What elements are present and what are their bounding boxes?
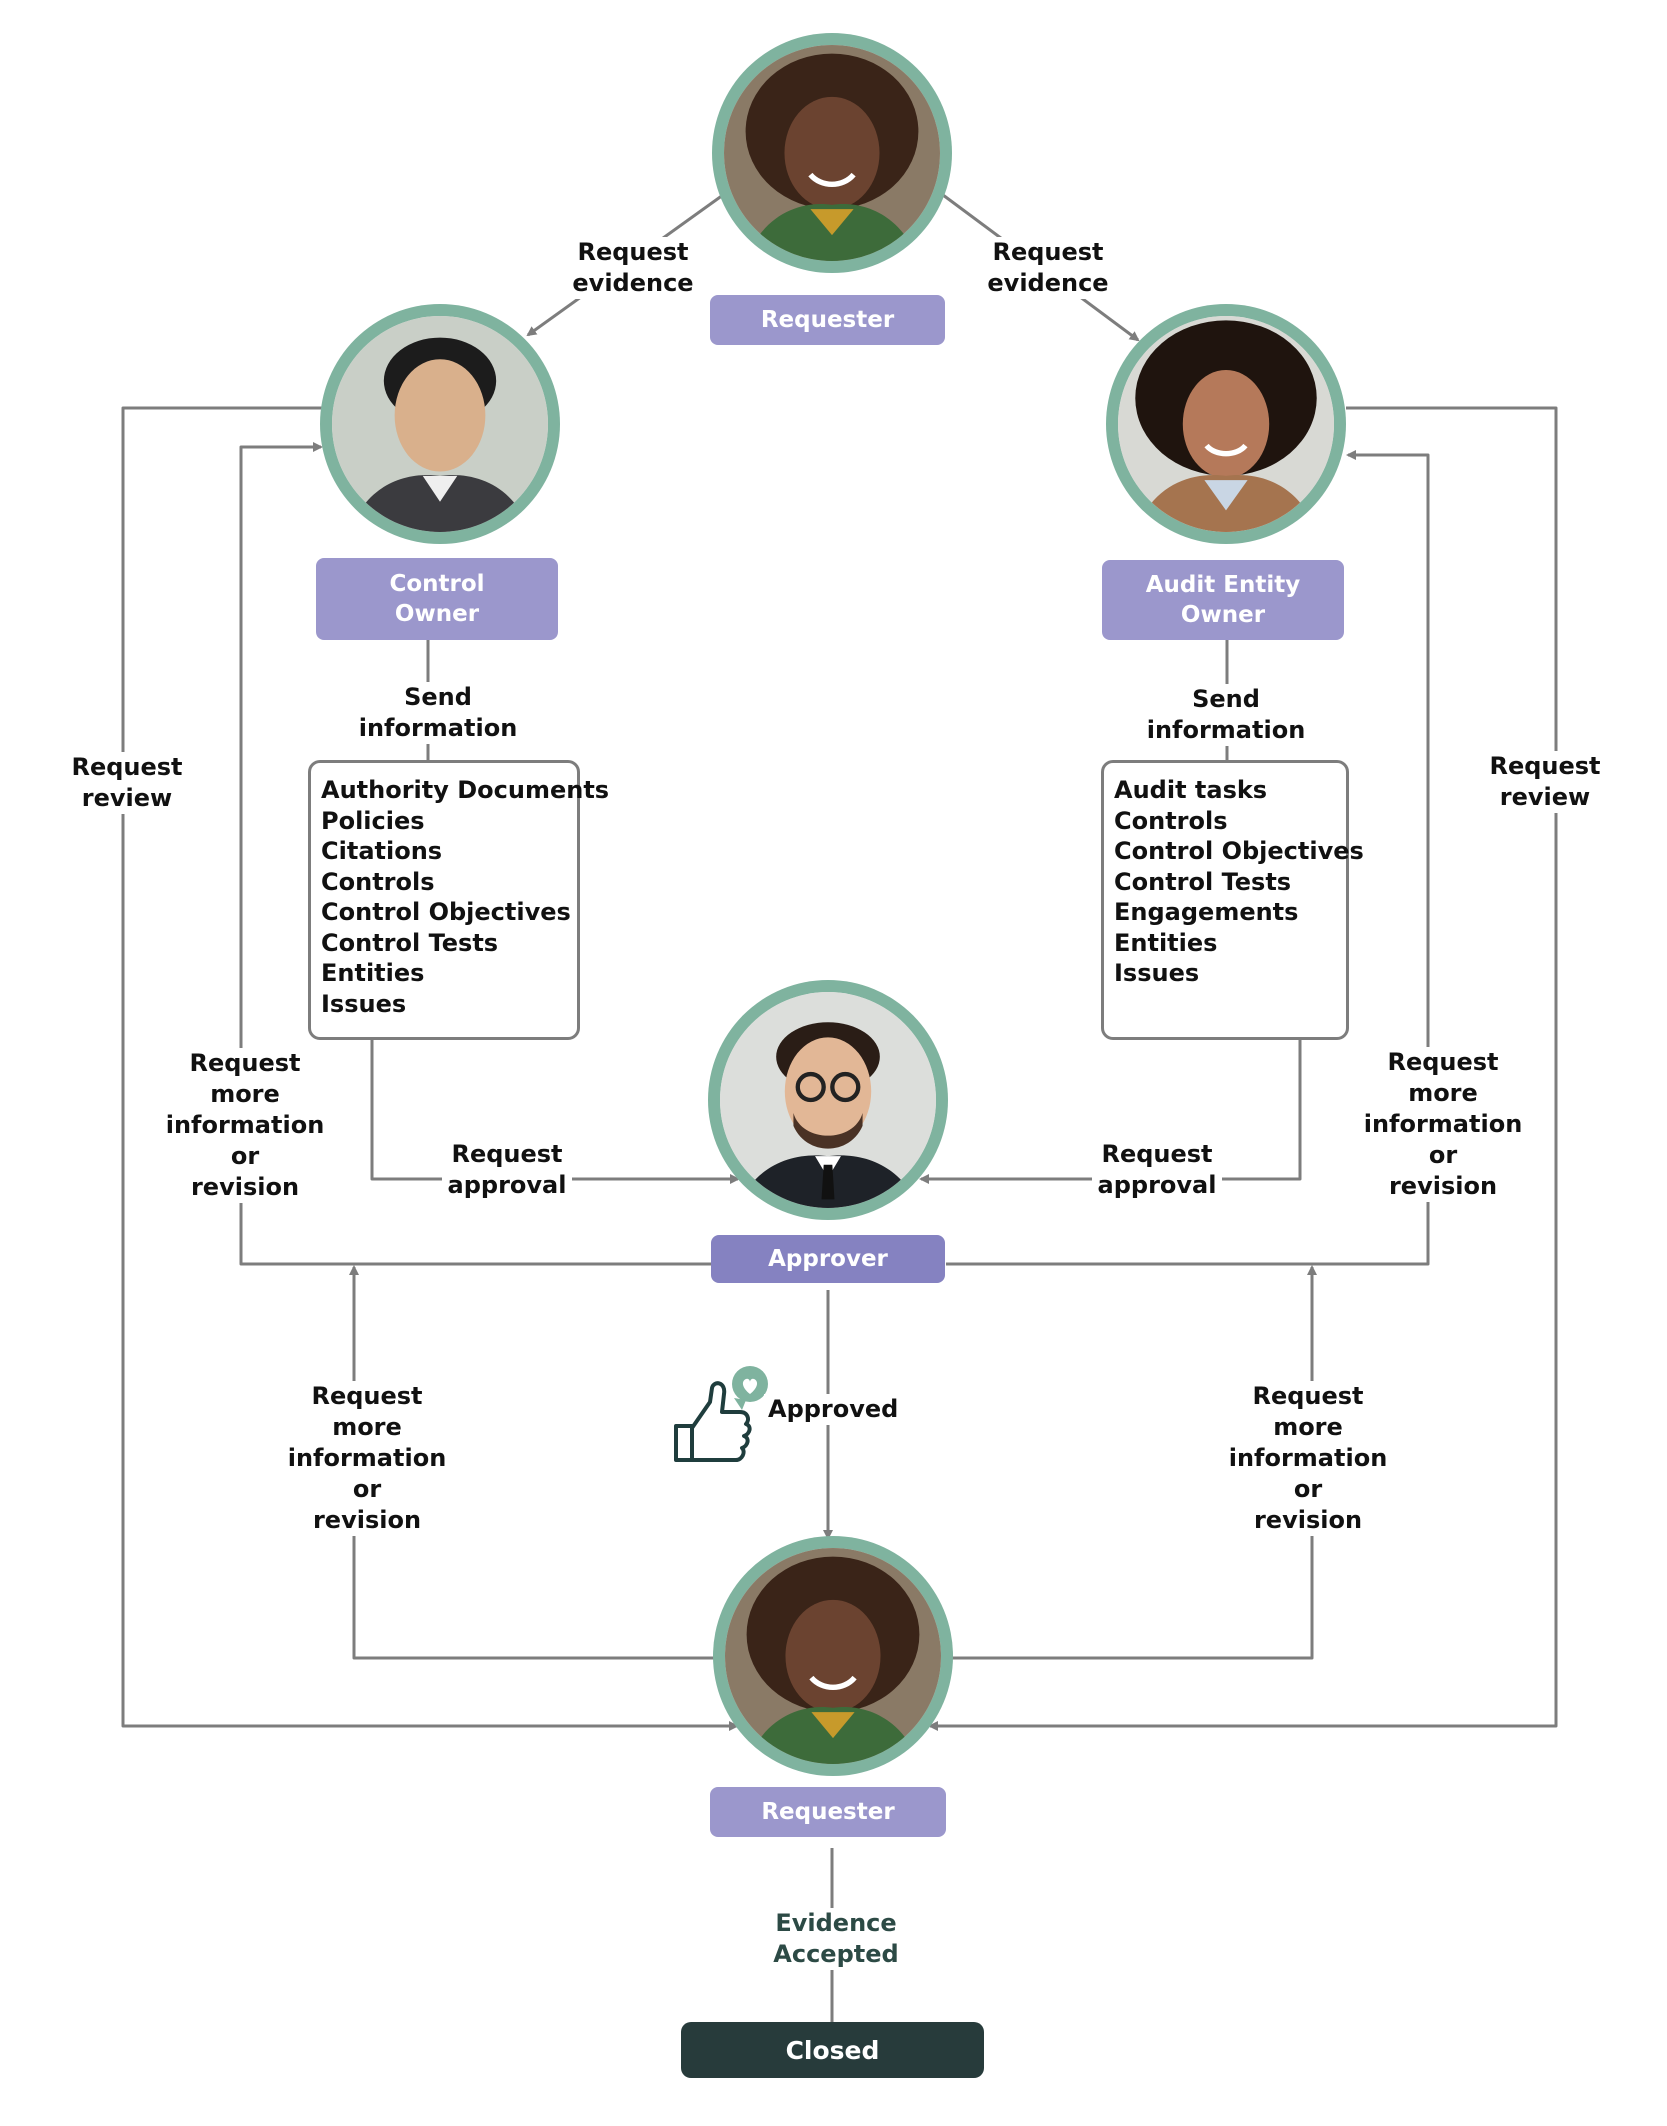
role-audit-entity-owner-label: Audit Entity Owner bbox=[1145, 572, 1301, 628]
role-control-owner-label: Control Owner bbox=[389, 571, 485, 627]
role-approver-label: Approver bbox=[768, 1246, 888, 1272]
label-request-evidence-right: Request evidence bbox=[981, 237, 1115, 299]
info-item: Control Objectives bbox=[1114, 837, 1364, 865]
label-more-info-lower-left: Request more information or revision bbox=[274, 1381, 460, 1536]
role-requester-bottom: Requester bbox=[710, 1787, 946, 1837]
info-item: Controls bbox=[321, 867, 435, 896]
label-more-info-upper-right: Request more information or revision bbox=[1350, 1047, 1536, 1202]
info-item: Control Tests bbox=[1114, 867, 1292, 896]
closed-state-label: Closed bbox=[785, 2035, 880, 2065]
info-item: Engagements bbox=[1114, 898, 1299, 926]
thumbs-up-heart-icon bbox=[674, 1366, 768, 1462]
edge-more-info-upper-right bbox=[946, 450, 1430, 1266]
label-send-info-right: Send information bbox=[1114, 684, 1338, 746]
edge-request-review-right bbox=[928, 406, 1558, 1731]
info-item: Control Tests bbox=[321, 928, 499, 957]
edge-more-info-upper-left bbox=[239, 442, 713, 1266]
info-item: Controls bbox=[1114, 806, 1228, 835]
info-item: Issues bbox=[321, 989, 407, 1018]
edge-request-approval-right bbox=[919, 1040, 1302, 1184]
role-requester-bottom-label: Requester bbox=[761, 1799, 895, 1825]
label-request-review-left: Request review bbox=[66, 752, 188, 814]
role-requester-top-label: Requester bbox=[760, 307, 895, 333]
role-approver: Approver bbox=[711, 1235, 945, 1283]
info-item: Authority Documents bbox=[321, 776, 610, 804]
label-request-evidence-left: Request evidence bbox=[566, 237, 700, 299]
label-approved: Approved bbox=[764, 1394, 898, 1425]
info-item: Entities bbox=[321, 959, 425, 987]
info-item: Entities bbox=[1114, 928, 1218, 957]
label-send-info-left: Send information bbox=[326, 682, 550, 744]
info-item: Issues bbox=[1114, 959, 1200, 987]
label-request-review-right: Request review bbox=[1484, 751, 1606, 813]
label-request-approval-left: Request approval bbox=[442, 1139, 572, 1201]
edge-request-review-left bbox=[121, 406, 739, 1731]
info-item: Control Objectives bbox=[321, 898, 571, 926]
control-owner-avatar bbox=[320, 304, 560, 544]
label-more-info-upper-left: Request more information or revision bbox=[152, 1048, 338, 1203]
label-request-approval-right: Request approval bbox=[1092, 1139, 1222, 1201]
closed-state: Closed bbox=[681, 2022, 984, 2078]
audit-entity-owner-avatar bbox=[1106, 304, 1346, 544]
info-item: Audit tasks bbox=[1114, 776, 1268, 804]
requester-top-avatar bbox=[712, 33, 952, 273]
requester-bottom-avatar bbox=[713, 1536, 953, 1776]
info-item: Policies bbox=[321, 806, 425, 835]
info-item: Citations bbox=[321, 837, 443, 865]
label-more-info-lower-right: Request more information or revision bbox=[1215, 1381, 1401, 1536]
edge-request-approval-left bbox=[370, 1040, 740, 1184]
approver-avatar bbox=[708, 980, 948, 1220]
role-audit-entity-owner: Audit Entity Owner bbox=[1102, 560, 1344, 640]
role-requester-top: Requester bbox=[710, 295, 945, 345]
label-evidence-accepted: Evidence Accepted bbox=[712, 1908, 960, 1970]
role-control-owner: Control Owner bbox=[316, 558, 558, 640]
